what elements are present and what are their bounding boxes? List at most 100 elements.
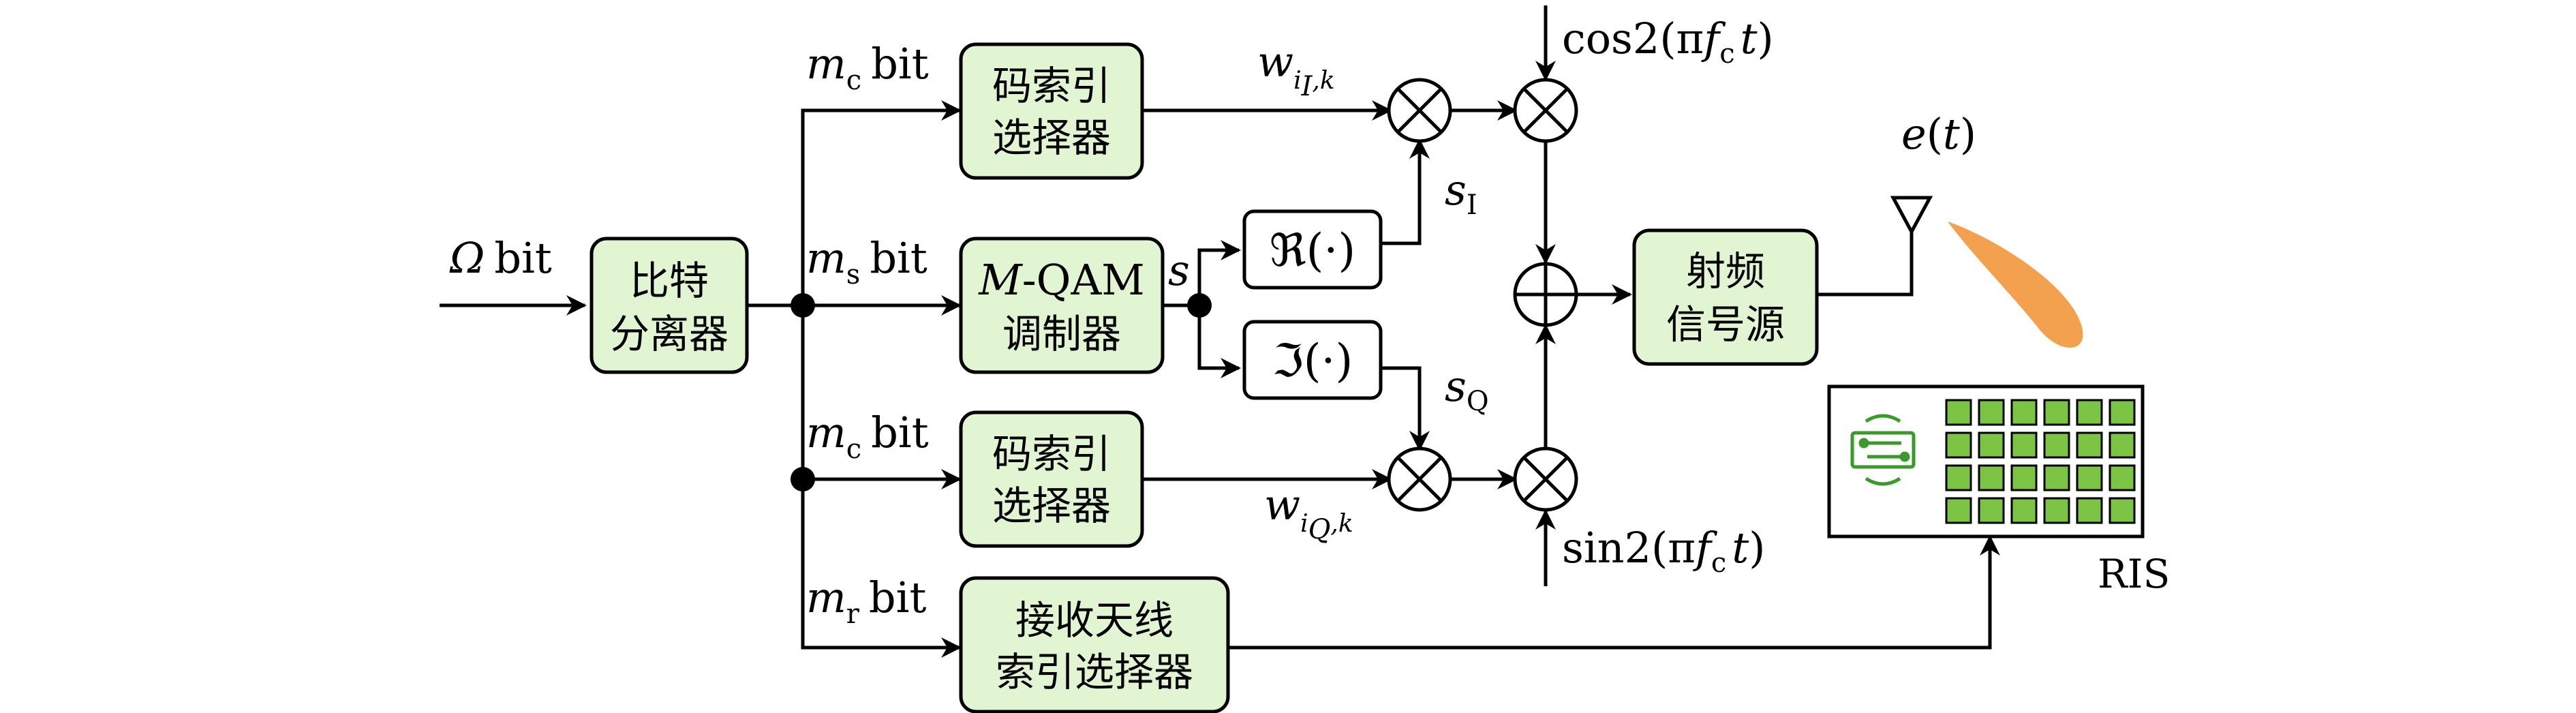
mqam-modulator-block: M-QAM 调制器 <box>959 237 1165 374</box>
rf-source-block: 射频 信号源 <box>1632 228 1819 366</box>
bit-splitter-block: 比特 分离器 <box>589 237 749 374</box>
ris-element <box>1978 431 2005 459</box>
imag-part-label: ℑ(·) <box>1272 335 1353 387</box>
ris-element <box>1978 497 2005 524</box>
ris-element <box>2109 464 2136 491</box>
wbot-subsub: Q <box>1308 514 1331 545</box>
sin-t: t <box>1732 523 1749 573</box>
mc1-sub: c <box>846 65 861 96</box>
sin-pre: sin2(π <box>1562 523 1696 573</box>
mc2-unit: bit <box>871 408 929 457</box>
to-antenna-sel-arrow <box>801 479 962 658</box>
mr-unit: bit <box>869 573 927 622</box>
ris-element <box>2010 431 2038 459</box>
real-arg: (·) <box>1306 224 1355 277</box>
connection-lines <box>440 5 2000 658</box>
antenna-sel-to-ris-arrow <box>1228 535 2000 650</box>
et-label: e(t) <box>1901 109 1976 159</box>
real-part-block: ℜ(·) <box>1242 209 1383 290</box>
wbot-sub: i <box>1300 510 1308 538</box>
omega-unit: bit <box>494 233 552 283</box>
multiplier-bottom-right <box>1513 446 1578 512</box>
ris-element <box>2010 399 2038 426</box>
sQ-label: sQ <box>1445 361 1489 417</box>
to-real-arrow <box>1197 240 1241 305</box>
code-top-line1: 码索引 <box>992 63 1111 109</box>
sin-fsub: c <box>1711 547 1726 579</box>
w-top-label: wiI,k <box>1257 37 1335 102</box>
ris-element <box>1945 399 1972 426</box>
ris-element <box>2076 464 2103 491</box>
code-index-selector-top-block: 码索引 选择器 <box>959 42 1144 180</box>
real-part-label: ℜ(·) <box>1270 224 1355 277</box>
qam-line1: M-QAM <box>978 255 1145 305</box>
ris-element <box>2076 497 2103 524</box>
ris-element <box>2043 464 2070 491</box>
code-top-line2: 选择器 <box>992 115 1111 161</box>
ris-element <box>1978 464 2005 491</box>
code-bottom-line1: 码索引 <box>992 431 1111 477</box>
ris-element <box>2109 399 2136 426</box>
code-index-selector-bottom-block: 码索引 选择器 <box>959 410 1144 548</box>
qam-line2: 调制器 <box>1002 311 1121 357</box>
ris-element <box>2010 464 2038 491</box>
sI-sym: s <box>1445 165 1467 215</box>
sI-sub: I <box>1467 189 1477 221</box>
imag-part-block: ℑ(·) <box>1242 320 1383 400</box>
sI-label: sI <box>1445 165 1477 221</box>
multiplier-bottom-left <box>1387 446 1452 512</box>
junction-dot <box>791 467 815 491</box>
antenna-icon <box>1890 196 1933 236</box>
imag-sym: ℑ <box>1272 335 1304 387</box>
ris-element <box>2043 497 2070 524</box>
ris-label: RIS <box>2098 551 2170 597</box>
cos-post: ) <box>1758 14 1774 63</box>
ris-panel: RIS <box>1827 384 2170 597</box>
multiplier-top-left <box>1387 78 1452 143</box>
sQ-sym: s <box>1445 361 1467 411</box>
to-code-top-arrow <box>801 100 962 305</box>
et-t: t <box>1943 109 1960 159</box>
cos-fsub: c <box>1719 38 1734 70</box>
ris-element <box>1978 399 2005 426</box>
ris-element <box>1945 431 1972 459</box>
sin-post: ) <box>1749 523 1765 573</box>
wbot-sym: w <box>1264 480 1300 530</box>
wtop-tail: ,k <box>1312 67 1334 95</box>
multiplier-top-right <box>1513 78 1578 143</box>
ris-controller-chip-icon <box>1850 414 1916 486</box>
real-sym: ℜ <box>1270 224 1306 277</box>
junction-dot <box>1187 293 1212 318</box>
mc1-sym: m <box>806 39 846 89</box>
ris-element <box>2109 497 2136 524</box>
qam-rest: -QAM <box>1022 255 1145 305</box>
wtop-sym: w <box>1257 37 1293 87</box>
sI-arrow <box>1380 138 1430 245</box>
antenna-index-selector-block: 接收天线 索引选择器 <box>959 576 1230 713</box>
rf-line1: 射频 <box>1686 248 1765 294</box>
ris-element <box>1945 464 1972 491</box>
mr-sub: r <box>846 598 860 630</box>
junction-dot <box>791 293 815 318</box>
wtop-sub: i <box>1293 67 1302 95</box>
cos-t: t <box>1741 14 1758 63</box>
w-bottom-label: wiQ,k <box>1264 480 1353 545</box>
ris-element <box>2043 431 2070 459</box>
wbot-tail: ,k <box>1330 510 1353 538</box>
ms-sub: s <box>846 259 861 290</box>
ris-element <box>2109 431 2136 459</box>
ms-sym: m <box>806 233 846 283</box>
qam-m-italic: M <box>978 255 1023 305</box>
rf-line2: 信号源 <box>1666 301 1785 348</box>
mc1-unit: bit <box>871 39 929 89</box>
sQ-sub: Q <box>1467 386 1489 417</box>
wtop-subsub: I <box>1301 71 1313 102</box>
cos-pre: cos2(π <box>1562 14 1704 63</box>
ms-unit: bit <box>870 233 927 283</box>
et-e: e <box>1901 109 1927 159</box>
s-label: s <box>1168 245 1190 295</box>
